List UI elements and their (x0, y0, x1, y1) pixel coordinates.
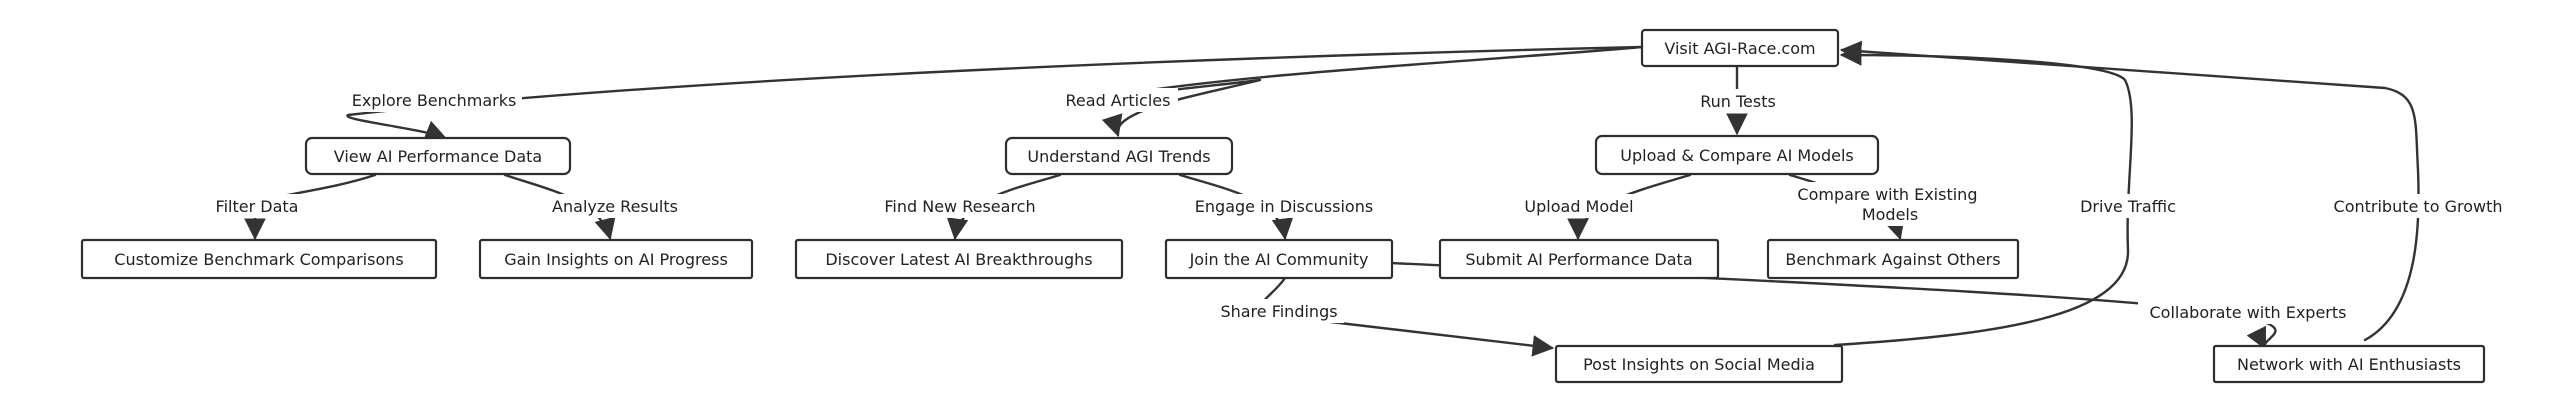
edge-label-contribute-growth: Contribute to Growth (2312, 194, 2524, 218)
node-label: Gain Insights on AI Progress (504, 250, 728, 269)
edge-label-explore-benchmarks: Explore Benchmarks (346, 88, 522, 112)
node-label: Submit AI Performance Data (1465, 250, 1692, 269)
edge-label-filter-data: Filter Data (205, 194, 309, 218)
edge-label-text: Contribute to Growth (2334, 197, 2503, 216)
edge-label-text: Drive Traffic (2080, 197, 2176, 216)
edge-label-compare-existing: Compare with Existing Models (1797, 182, 1982, 226)
edge-label-text: Read Articles (1066, 91, 1171, 110)
node-label: Understand AGI Trends (1027, 147, 1210, 166)
node-customize-benchmark-comparisons[interactable]: Customize Benchmark Comparisons (80, 238, 438, 280)
node-submit-ai-performance-data[interactable]: Submit AI Performance Data (1438, 238, 1720, 280)
node-label: Customize Benchmark Comparisons (114, 250, 403, 269)
edge-label-text: Compare with Existing Models (1797, 185, 1982, 224)
edge-label-text: Filter Data (216, 197, 299, 216)
node-label: Join the AI Community (1189, 250, 1369, 269)
edge-label-text: Engage in Discussions (1195, 197, 1373, 216)
edge-label-engage-discussions: Engage in Discussions (1184, 194, 1384, 218)
node-network-ai-enthusiasts[interactable]: Network with AI Enthusiasts (2212, 344, 2486, 384)
edge-label-read-articles: Read Articles (1058, 88, 1178, 112)
edge-label-collaborate-experts: Collaborate with Experts (2138, 300, 2358, 324)
edge-label-drive-traffic: Drive Traffic (2060, 194, 2196, 218)
edge-drive-traffic (1833, 44, 2133, 347)
node-label: Network with AI Enthusiasts (2237, 355, 2461, 374)
node-join-ai-community[interactable]: Join the AI Community (1164, 238, 1394, 280)
edge-label-text: Upload Model (1524, 197, 1633, 216)
node-label: Visit AGI-Race.com (1664, 39, 1815, 58)
node-post-insights-social-media[interactable]: Post Insights on Social Media (1554, 344, 1844, 384)
node-label: Post Insights on Social Media (1583, 355, 1815, 374)
edge-label-text: Analyze Results (552, 197, 678, 216)
node-label: Upload & Compare AI Models (1620, 146, 1854, 165)
node-label: Benchmark Against Others (1785, 250, 2000, 269)
node-visit-agi-race[interactable]: Visit AGI-Race.com (1640, 28, 1840, 68)
edge-label-text: Collaborate with Experts (2150, 303, 2347, 322)
node-gain-insights-ai-progress[interactable]: Gain Insights on AI Progress (478, 238, 754, 280)
edge-labels-layer: Explore Benchmarks Read Articles Run Tes… (205, 88, 2524, 324)
node-discover-latest-ai-breakthroughs[interactable]: Discover Latest AI Breakthroughs (794, 238, 1124, 280)
edge-label-share-findings: Share Findings (1214, 299, 1344, 323)
edge-label-find-new-research: Find New Research (878, 194, 1042, 218)
edge-explore-benchmarks (346, 45, 1644, 141)
edge-label-run-tests: Run Tests (1692, 89, 1784, 113)
nodes-layer: Visit AGI-Race.com View AI Performance D… (80, 28, 2486, 384)
node-label: View AI Performance Data (334, 147, 542, 166)
edge-label-text: Explore Benchmarks (352, 91, 517, 110)
node-benchmark-against-others[interactable]: Benchmark Against Others (1766, 238, 2020, 280)
edge-label-analyze-results: Analyze Results (542, 194, 688, 218)
edge-label-text: Find New Research (884, 197, 1035, 216)
edge-label-line-2: Models (1862, 205, 1918, 224)
edge-label-line-1: Compare with Existing (1797, 185, 1977, 204)
node-upload-compare-ai-models[interactable]: Upload & Compare AI Models (1594, 134, 1880, 176)
edge-label-upload-model: Upload Model (1520, 194, 1638, 218)
edge-contribute-growth (1839, 40, 2420, 342)
node-understand-agi-trends[interactable]: Understand AGI Trends (1004, 136, 1234, 176)
edge-label-text: Share Findings (1220, 302, 1337, 321)
node-view-ai-performance-data[interactable]: View AI Performance Data (304, 136, 572, 176)
edge-label-text: Run Tests (1700, 92, 1776, 111)
node-label: Discover Latest AI Breakthroughs (825, 250, 1092, 269)
